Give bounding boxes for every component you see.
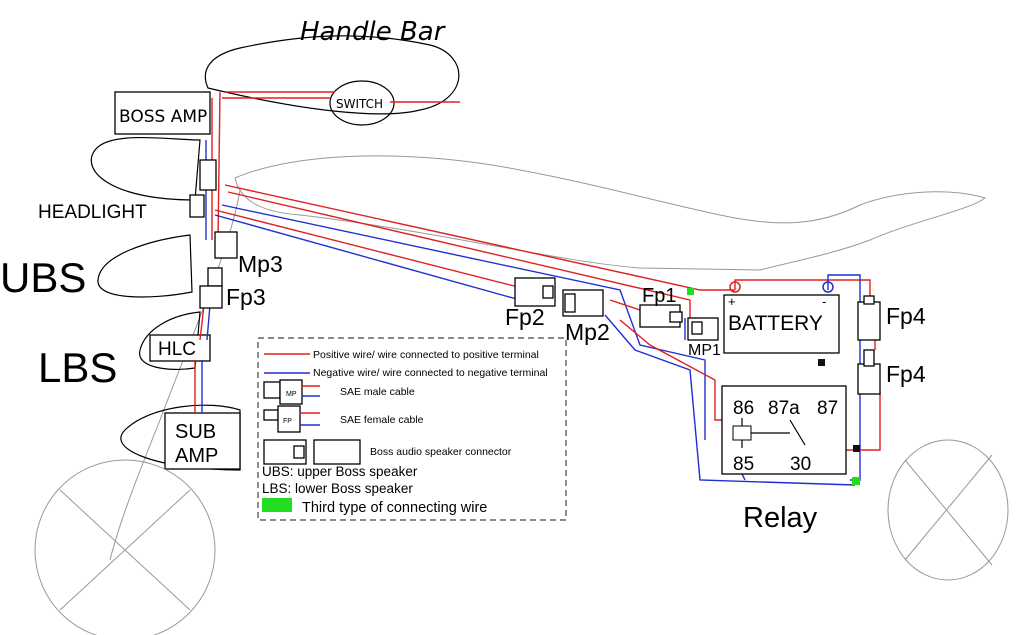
relay-pin-30: 30 bbox=[790, 454, 811, 475]
legend-female-tag: FP bbox=[283, 418, 292, 425]
switch: SWITCH bbox=[329, 80, 395, 126]
battery-plus: + bbox=[728, 294, 736, 309]
mp3-connector: Mp3 bbox=[214, 231, 283, 277]
legend: Positive wire/ wire connected to positiv… bbox=[257, 337, 567, 521]
fp1-label: Fp1 bbox=[642, 285, 676, 307]
relay: 86 87a 87 85 30 Relay bbox=[721, 385, 860, 534]
handle-bar-label: Handle Bar bbox=[300, 17, 447, 47]
relay-junction-marker bbox=[853, 445, 860, 452]
battery: BATTERY + - bbox=[723, 281, 840, 366]
fp4-bottom-connector: Fp4 bbox=[857, 349, 926, 395]
relay-label: Relay bbox=[743, 502, 818, 534]
headlight-label: HEADLIGHT bbox=[38, 202, 147, 223]
third-wire-marker-top bbox=[687, 288, 694, 295]
battery-minus-terminal bbox=[822, 281, 834, 293]
sub-amp: SUB AMP bbox=[120, 404, 241, 471]
hlc-box: HLC bbox=[149, 334, 211, 362]
switch-label: SWITCH bbox=[336, 97, 383, 111]
fp1-connector: Fp1 bbox=[639, 285, 683, 328]
handle-bar: Handle Bar bbox=[204, 17, 460, 115]
legend-speaker-connector-swatch bbox=[263, 439, 361, 465]
hlc-label: HLC bbox=[158, 339, 196, 360]
relay-pin-87a: 87a bbox=[768, 398, 800, 419]
relay-coil bbox=[732, 425, 752, 441]
headlight-connectors bbox=[189, 159, 217, 218]
relay-pin-86: 86 bbox=[733, 398, 754, 419]
mp3-label: Mp3 bbox=[238, 251, 283, 277]
fuse-marker bbox=[818, 359, 825, 366]
headlight: HEADLIGHT bbox=[38, 136, 201, 223]
fp4-top-connector: Fp4 bbox=[857, 295, 926, 341]
battery-minus: - bbox=[822, 294, 826, 309]
lbs-label: LBS bbox=[38, 344, 117, 391]
relay-pin-85: 85 bbox=[733, 454, 754, 475]
rear-wheel bbox=[887, 439, 1009, 581]
lbs-speaker: LBS bbox=[38, 311, 201, 391]
legend-third-swatch bbox=[262, 498, 292, 512]
legend-negative-text: Negative wire/ wire connected to negativ… bbox=[313, 367, 548, 379]
fp4-bottom-label: Fp4 bbox=[886, 361, 926, 387]
mp1-connector: MP1 bbox=[687, 317, 721, 359]
battery-plus-terminal bbox=[729, 281, 741, 293]
fp3-connector: Fp3 bbox=[199, 267, 266, 310]
legend-ubs-def: UBS: upper Boss speaker bbox=[262, 464, 418, 479]
fp4-top-label: Fp4 bbox=[886, 303, 926, 329]
legend-male-text: SAE male cable bbox=[340, 386, 415, 398]
relay-pin-87: 87 bbox=[817, 398, 838, 419]
sub-amp-label-2: AMP bbox=[175, 445, 218, 467]
sub-amp-label-1: SUB bbox=[175, 421, 216, 443]
boss-amp: BOSS AMP bbox=[114, 91, 211, 135]
legend-female-text: SAE female cable bbox=[340, 414, 424, 426]
legend-speaker-connector-text: Boss audio speaker connector bbox=[370, 446, 512, 458]
mp2-label: Mp2 bbox=[565, 319, 610, 345]
legend-female-swatch: FP bbox=[263, 405, 320, 433]
legend-male-swatch: MP bbox=[263, 379, 320, 405]
fp2-label: Fp2 bbox=[505, 304, 545, 330]
legend-lbs-def: LBS: lower Boss speaker bbox=[262, 481, 413, 496]
legend-positive-text: Positive wire/ wire connected to positiv… bbox=[313, 349, 539, 361]
boss-amp-label: BOSS AMP bbox=[119, 107, 207, 127]
legend-male-tag: MP bbox=[286, 391, 297, 398]
front-wheel bbox=[34, 459, 216, 635]
ubs-label: UBS bbox=[0, 254, 86, 301]
ubs-speaker: UBS bbox=[0, 234, 193, 301]
mp1-label: MP1 bbox=[688, 342, 721, 359]
fp3-label: Fp3 bbox=[226, 284, 266, 310]
legend-third-text: Third type of connecting wire bbox=[302, 500, 487, 516]
battery-label: BATTERY bbox=[728, 312, 823, 335]
fp2-connector: Fp2 bbox=[505, 277, 556, 330]
mp2-connector: Mp2 bbox=[562, 289, 610, 345]
third-wire-marker-relay bbox=[852, 477, 860, 485]
